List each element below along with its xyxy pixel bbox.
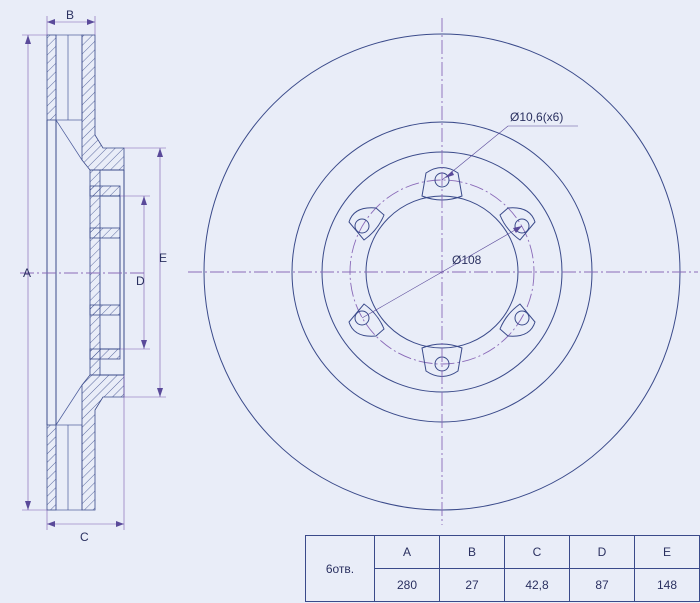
label-d: D [136,274,145,288]
label-b: B [66,8,74,22]
header-c: C [504,535,570,569]
inner-flange-bottom [81,374,125,511]
dimension-d: D [120,195,150,350]
outer-flange-bottom [46,424,57,511]
bolt-hole [354,310,370,326]
label-c: C [80,530,89,544]
dimension-c: C [46,375,125,544]
bolt-hole [514,218,530,234]
vent-gap-top [55,34,83,121]
hole-note: Ø10,6(x6) [510,110,563,124]
header-b: B [439,535,505,569]
bolt-boss-bottom [89,304,121,316]
hat-wall [89,169,101,376]
vent-gap-bottom [55,424,83,511]
bolt-hole [354,218,370,234]
value-b: 27 [439,568,505,602]
dimension-e: E [124,147,167,398]
row-label: 6отв. [305,535,375,602]
bolt-boss-top [89,227,121,239]
outer-flange-top [46,34,57,121]
bolt-hole [514,310,530,326]
value-a: 280 [374,568,440,602]
inner-flange-top [81,34,125,171]
hat-face-top [89,185,121,197]
table-header-row: 6отв. A B C D E [305,535,700,602]
pcd-leader [361,225,523,319]
dimension-b: B [46,8,96,35]
header-a: A [374,535,440,569]
label-e: E [159,251,167,265]
value-d: 87 [569,568,635,602]
hat-face-bottom [89,348,121,360]
pcd-note: Ø108 [452,253,482,267]
value-e: 148 [634,568,700,602]
dimension-a: A [22,34,47,511]
spec-table: 6отв. A B C D E 280 27 42,8 87 148 [305,535,700,602]
label-a: A [23,266,31,280]
table-value-row: 280 27 42,8 87 148 [306,568,700,602]
value-c: 42,8 [504,568,570,602]
hole-leader [441,125,509,181]
front-view: Ø108 Ø10,6(x6) [188,18,698,525]
side-section-view [20,34,145,511]
header-d: D [569,535,635,569]
header-e: E [634,535,700,569]
bolt-bosses [348,167,536,377]
